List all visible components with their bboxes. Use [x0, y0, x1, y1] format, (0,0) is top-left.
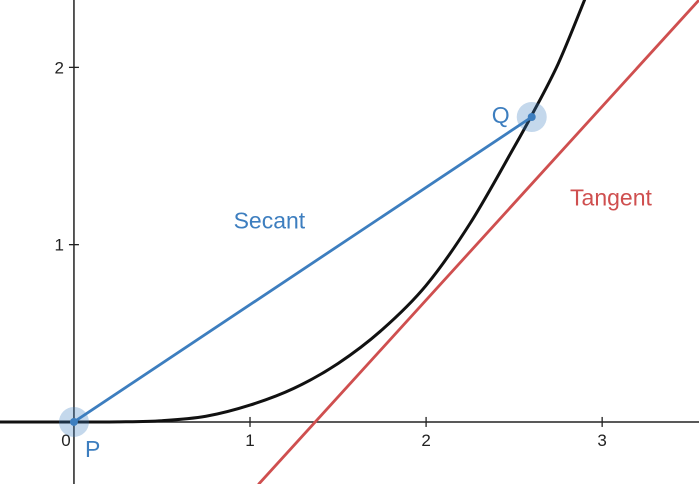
tangent-annotation: Tangent: [570, 185, 652, 211]
plot-annotations: Secant Tangent: [234, 185, 653, 234]
secant-line: [72, 115, 534, 424]
point-q[interactable]: Q: [492, 102, 547, 133]
x-tick-label: 1: [245, 431, 254, 450]
point-p[interactable]: P: [58, 406, 100, 462]
plot-points: PQ: [58, 102, 547, 462]
tangent-line: [257, 0, 699, 484]
x-tick-label: 0: [61, 431, 70, 450]
point-p-label: P: [85, 436, 100, 462]
y-tick-label: 1: [54, 236, 63, 255]
x-tick-label: 2: [421, 431, 430, 450]
point-p-dot[interactable]: [69, 417, 78, 426]
point-q-dot[interactable]: [527, 113, 536, 122]
y-tick-label: 2: [54, 58, 63, 77]
function-curve: [0, 0, 587, 424]
point-q-label: Q: [492, 102, 510, 128]
x-tick-label: 3: [597, 431, 606, 450]
secant-annotation: Secant: [234, 208, 306, 234]
